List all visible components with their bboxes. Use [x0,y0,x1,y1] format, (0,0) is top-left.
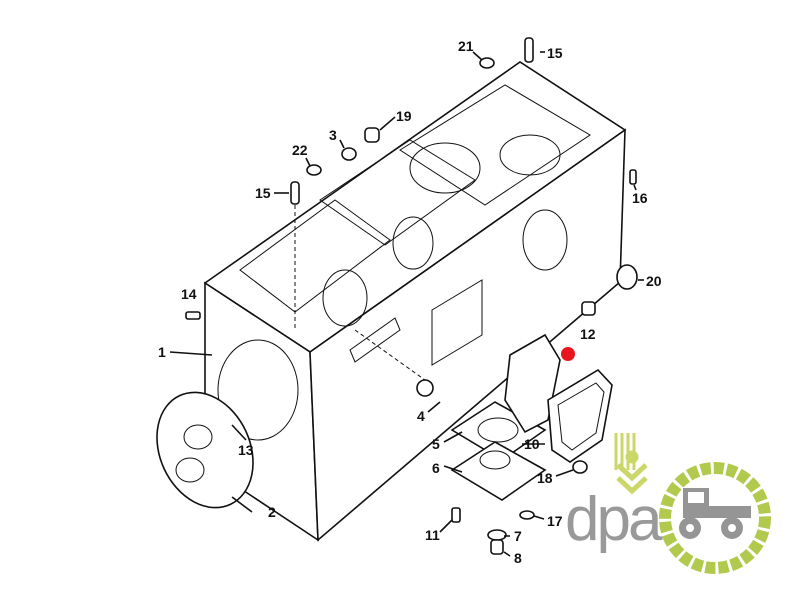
gear-ring-icon [659,462,771,574]
callout-label: 10 [524,436,540,452]
callout-label: 6 [432,460,440,476]
callout-label: 7 [514,528,522,544]
callout-label: 19 [396,108,412,124]
highlight-marker [561,347,575,361]
callout-label: 11 [425,527,440,543]
wheat-icon [614,433,648,495]
dpa-logo: dpa [565,433,771,574]
callout-label: 18 [537,470,553,486]
callout-label: 2 [268,504,276,520]
callout-label: 15 [255,185,271,201]
callout-label: 13 [238,442,254,458]
callout-labels: 21 15 19 3 22 15 16 20 14 12 1 4 5 10 6 … [158,38,662,566]
flange-plate [156,391,254,509]
callout-label: 12 [580,326,596,342]
callout-label: 22 [292,142,308,158]
callout-label: 14 [181,286,197,302]
callout-label: 3 [329,127,337,143]
callout-label: 20 [646,273,662,289]
callout-label: 4 [417,408,425,424]
small-parts [185,37,638,555]
cover-plate [450,441,547,501]
callout-label: 5 [432,436,440,452]
tractor-icon [679,488,751,539]
leader-lines [169,51,644,557]
callout-label: 8 [514,550,522,566]
callout-label: 21 [458,38,474,54]
logo-text: dpa [565,485,663,554]
callout-label: 16 [632,190,648,206]
callout-label: 15 [547,45,563,61]
cover-gasket [504,333,561,434]
callout-label: 1 [158,344,166,360]
inspection-cover [547,368,613,463]
callout-label: 17 [547,513,563,529]
transmission-housing [203,61,627,542]
